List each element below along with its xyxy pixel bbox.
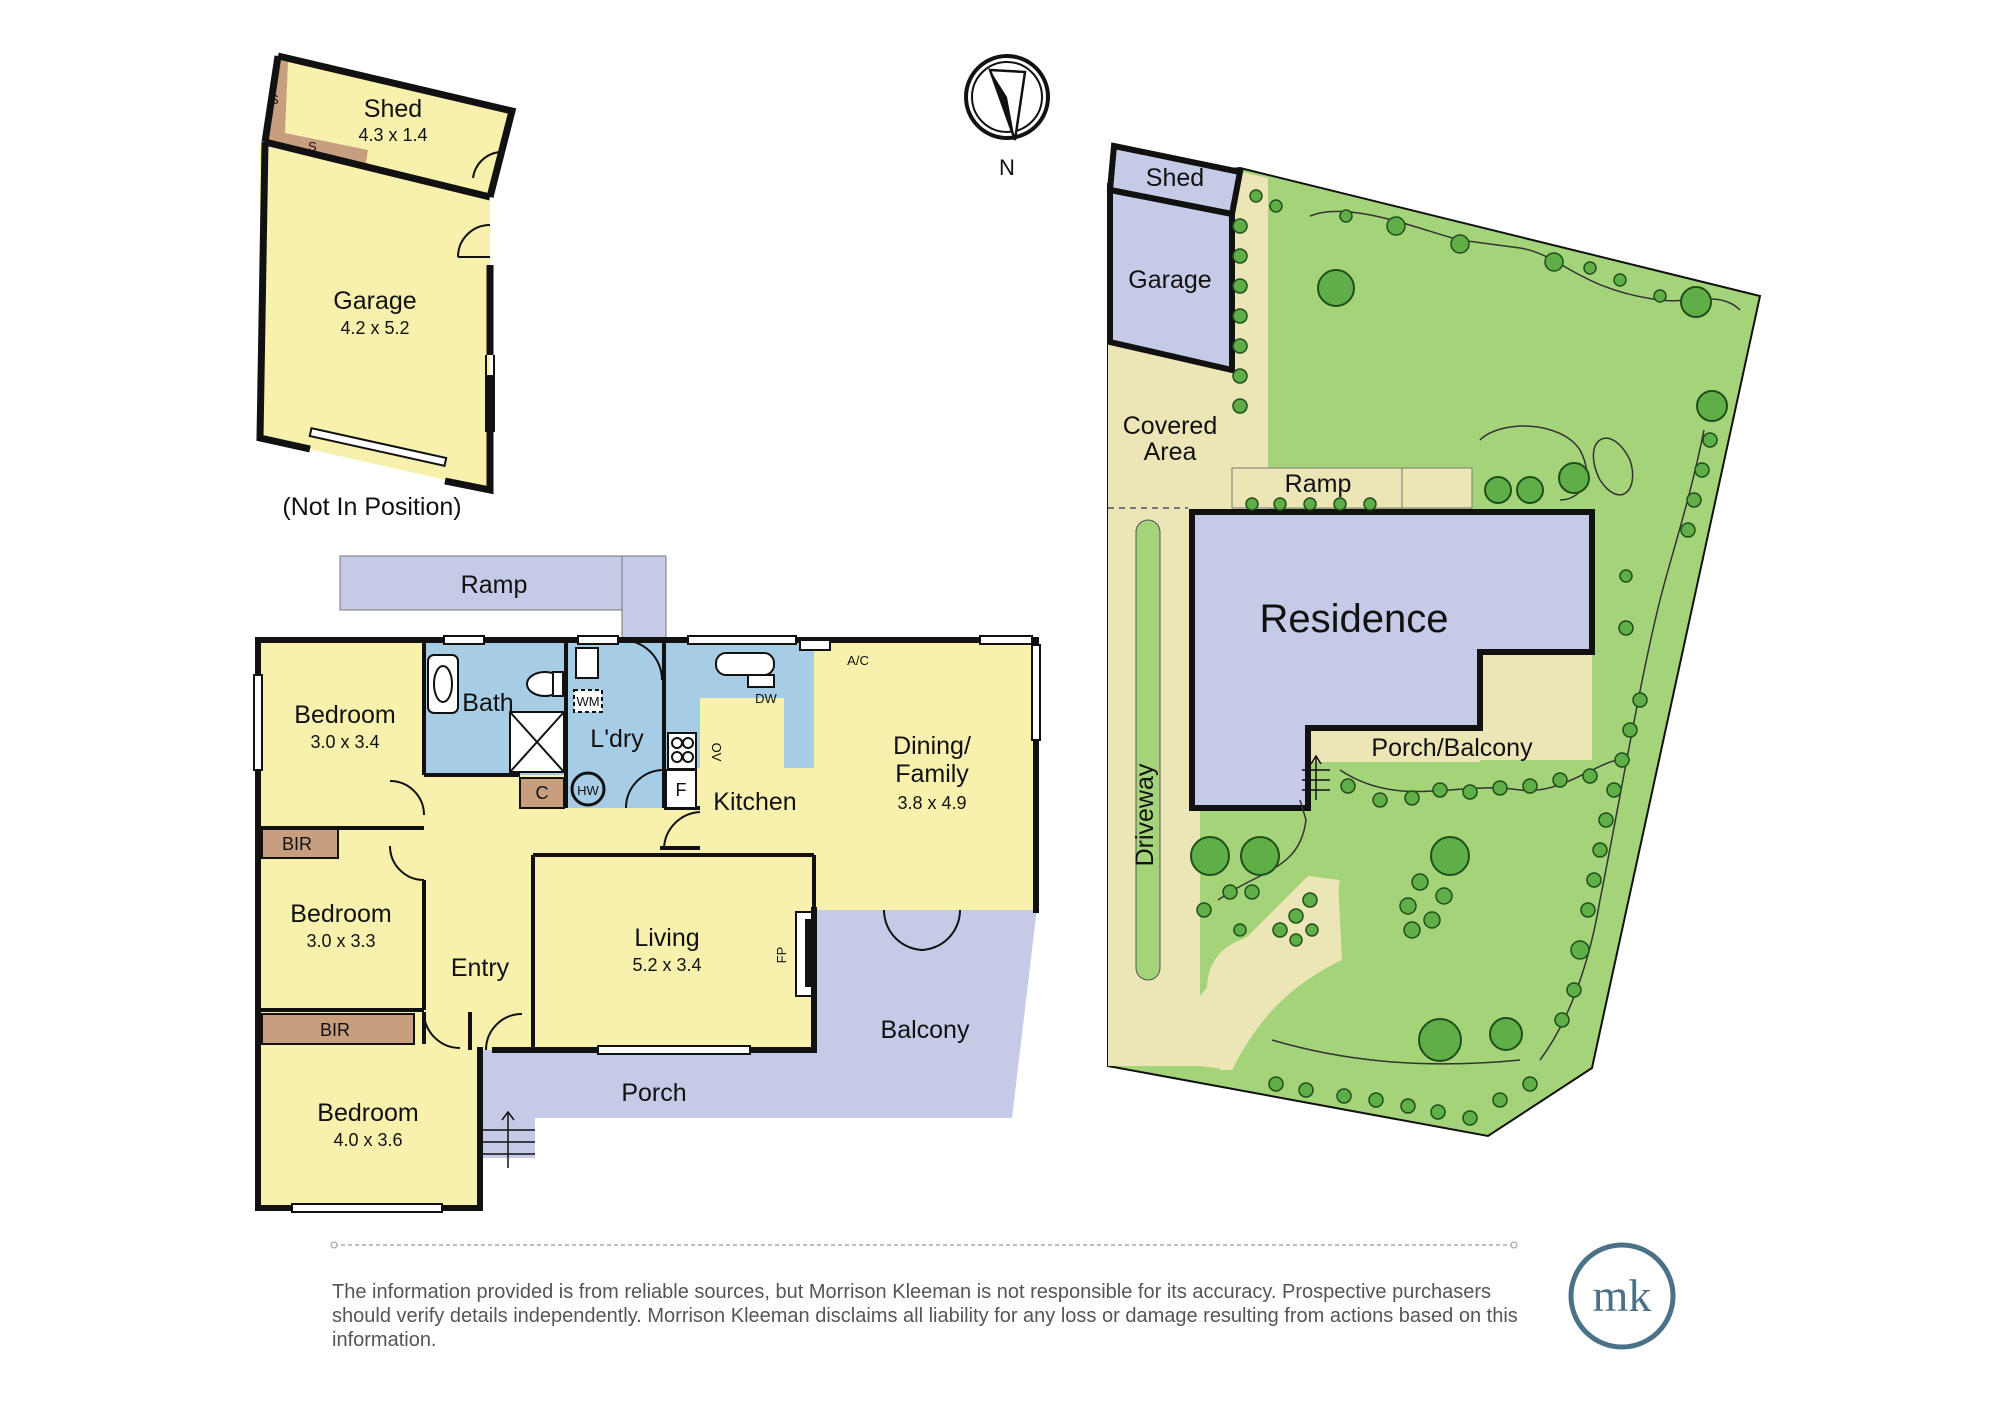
ramp-area [339, 555, 667, 611]
fridge-f-label: F [676, 780, 687, 800]
porch-balcony-deck [480, 908, 1037, 1118]
cupboard-c [519, 777, 565, 809]
morrison-kleeman-logo: mk [1568, 1242, 1676, 1350]
fp-label: FP [774, 947, 789, 964]
garage-dimensions: 4.2 x 5.2 [340, 318, 409, 338]
house-floor-plan: Ramp BIR BIR C [253, 555, 1041, 1213]
site-garage-label: Garage [1128, 266, 1211, 294]
driveway-label: Driveway [1131, 763, 1159, 866]
shed-dimensions: 4.3 x 1.4 [358, 125, 427, 145]
bir-2 [261, 1013, 415, 1045]
hw-label: HW [577, 783, 599, 798]
outbuildings-plan: S S Shed 4.3 x 1.4 Garage 4.2 x 5.2 (Not… [256, 52, 517, 521]
laundry-name: L'dry [590, 725, 644, 753]
bedroom-3-dimensions: 4.0 x 3.6 [333, 1130, 402, 1150]
site-garage [1107, 186, 1235, 374]
covered-area-line1: Covered [1123, 412, 1218, 440]
disclaimer-text: The information provided is from reliabl… [332, 1281, 1518, 1351]
wm-label: WM [576, 694, 599, 709]
porch-name: Porch [621, 1079, 686, 1107]
ov-label: OV [709, 743, 724, 762]
site-shed-label: Shed [1146, 164, 1204, 192]
bedroom-3-name: Bedroom [317, 1099, 418, 1127]
living-dimensions: 5.2 x 3.4 [632, 955, 701, 975]
ramp-path [1231, 467, 1473, 509]
living-name: Living [634, 924, 699, 952]
residence-building [1189, 509, 1595, 811]
dining-dimensions: 3.8 x 4.9 [897, 793, 966, 813]
bir-1 [261, 827, 339, 859]
dining-name-line1: Dining/ [893, 732, 971, 760]
north-compass: N [964, 54, 1050, 180]
footer-divider [330, 1241, 1518, 1249]
shed-s-label-1: S [270, 92, 279, 107]
shed-shelf [266, 60, 368, 163]
site-plan: Shed Garage Covered Area Ramp Residence … [1106, 142, 1762, 1138]
porch-balcony-label: Porch/Balcony [1371, 734, 1533, 762]
ac-label: A/C [847, 653, 869, 668]
bedroom-1-name: Bedroom [294, 701, 395, 729]
garage-name: Garage [333, 287, 416, 315]
bath-name: Bath [462, 689, 513, 717]
compass-n-label: N [999, 155, 1015, 180]
residence-label: Residence [1259, 597, 1448, 641]
garage-room [260, 145, 490, 490]
bedroom-1-dimensions: 3.0 x 3.4 [310, 732, 379, 752]
bir-1-label: BIR [282, 834, 312, 854]
dining-name-line2: Family [895, 760, 969, 788]
bedroom-2-name: Bedroom [290, 900, 391, 928]
shed-s-label-2: S [308, 139, 317, 154]
bedroom-2-dimensions: 3.0 x 3.3 [306, 931, 375, 951]
shed-name: Shed [364, 95, 422, 123]
ramp-label: Ramp [461, 571, 528, 599]
covered-area-line2: Area [1144, 438, 1197, 466]
logo-text: mk [1593, 1270, 1652, 1321]
bir-2-label: BIR [320, 1020, 350, 1040]
balcony-name: Balcony [881, 1016, 970, 1044]
shed-room [265, 56, 512, 197]
entry-name: Entry [451, 954, 510, 982]
not-in-position-note: (Not In Position) [282, 493, 461, 521]
house-floor [258, 640, 1036, 1208]
cupboard-c-label: C [536, 783, 549, 803]
kitchen-name: Kitchen [713, 788, 796, 816]
dw-label: DW [755, 691, 777, 706]
site-ramp-label: Ramp [1285, 470, 1352, 498]
